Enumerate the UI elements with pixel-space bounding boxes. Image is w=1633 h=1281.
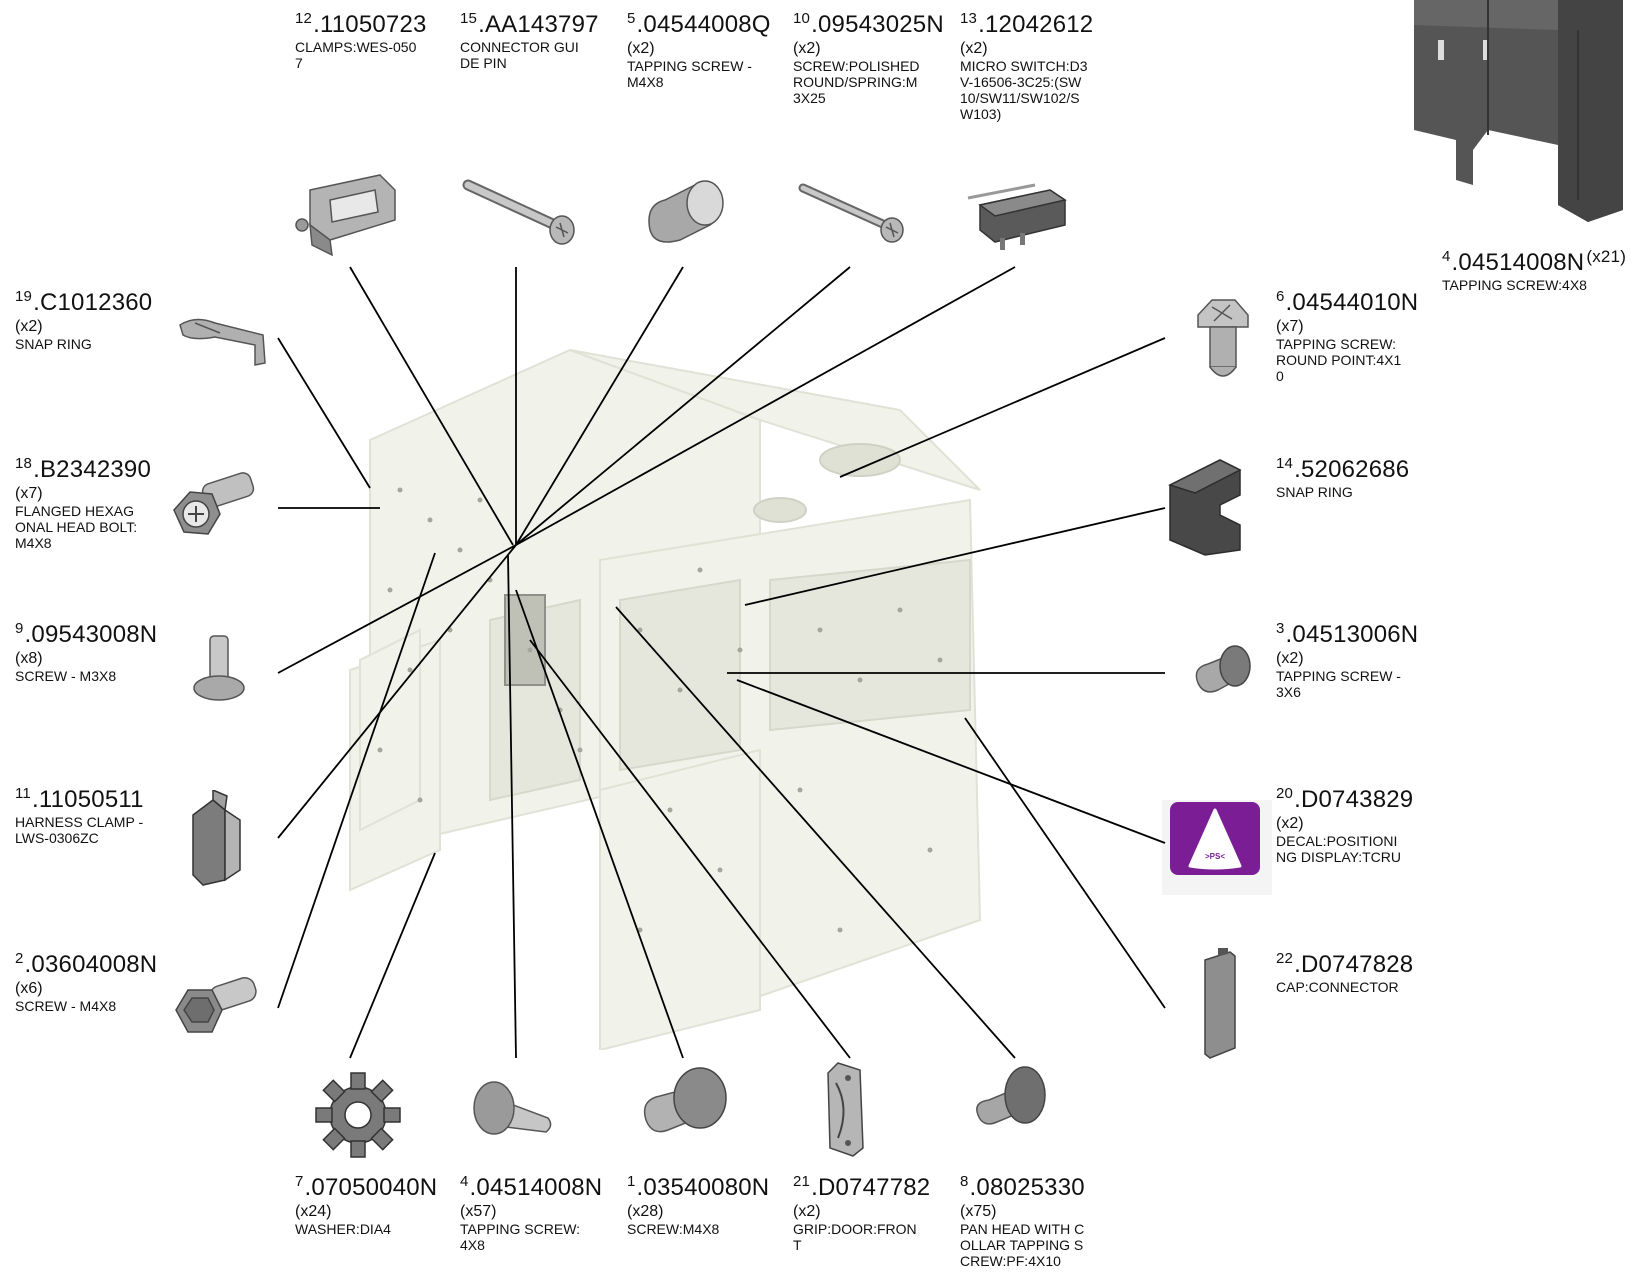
toothed-washer-icon bbox=[315, 1072, 401, 1158]
pan-screw-icon bbox=[643, 1067, 727, 1133]
part-label-14: 14.52062686 SNAP RING bbox=[1276, 455, 1410, 500]
part-label-13: 13.12042612 (x2) MICRO SWITCH:D3 V-16506… bbox=[960, 10, 1094, 122]
decal-background: >PS< bbox=[1170, 802, 1260, 875]
machine-frame-illustration bbox=[349, 348, 982, 1050]
part-label-4-top: 4.04514008N(x21) TAPPING SCREW:4X8 bbox=[1442, 247, 1627, 293]
part-label-6: 6.04544010N (x7) TAPPING SCREW: ROUND PO… bbox=[1276, 288, 1419, 384]
long-screw-icon bbox=[798, 183, 904, 243]
tapping-screw-icon bbox=[648, 180, 724, 243]
part-label-12: 12.11050723 CLAMPS:WES-050 7 bbox=[295, 10, 427, 71]
part-label-10: 10.09543025N (x2) SCREW:POLISHED ROUND/S… bbox=[793, 10, 944, 106]
decal-label: >PS< bbox=[1204, 852, 1225, 861]
part-label-8: 8.08025330 (x75) PAN HEAD WITH C OLLAR T… bbox=[960, 1173, 1085, 1269]
part-label-19: 19.C1012360 (x2) SNAP RING bbox=[15, 288, 153, 352]
part-label-2: 2.03604008N (x6) SCREW - M4X8 bbox=[15, 950, 158, 1014]
hex-screw-icon bbox=[175, 977, 257, 1033]
cabinet-assembly-icon bbox=[1414, 0, 1623, 222]
part-label-18: 18.B2342390 (x7) FLANGED HEXAG ONAL HEAD… bbox=[15, 455, 152, 551]
part-label-5: 5.04544008Q (x2) TAPPING SCREW - M4X8 bbox=[627, 10, 771, 90]
part-label-21: 21.D0747782 (x2) GRIP:DOOR:FRON T bbox=[793, 1173, 931, 1253]
tapping-screw-icon bbox=[1195, 645, 1251, 693]
snap-ring-block-icon bbox=[1168, 459, 1242, 556]
part-label-22: 22.D0747828 CAP:CONNECTOR bbox=[1276, 950, 1414, 995]
snap-ring-clip-icon bbox=[179, 318, 266, 366]
guide-pin-icon bbox=[462, 179, 575, 245]
part-label-9: 9.09543008N (x8) SCREW - M3X8 bbox=[15, 620, 158, 684]
positioning-decal-icon: >PS< bbox=[1162, 800, 1272, 895]
small-screw-icon bbox=[193, 635, 245, 701]
door-grip-icon bbox=[827, 1062, 864, 1157]
connector-cap-icon bbox=[1204, 948, 1236, 1059]
micro-switch-icon bbox=[967, 183, 1067, 250]
part-label-3: 3.04513006N (x2) TAPPING SCREW - 3X6 bbox=[1276, 620, 1419, 700]
flanged-hex-bolt-icon bbox=[173, 472, 255, 535]
triangle-icon bbox=[1188, 808, 1242, 870]
part-label-7: 7.07050040N (x24) WASHER:DIA4 bbox=[295, 1173, 438, 1237]
collar-tapping-screw-icon bbox=[976, 1066, 1046, 1125]
part-label-1: 1.03540080N (x28) SCREW:M4X8 bbox=[627, 1173, 770, 1237]
part-label-20: 20.D0743829 (x2) DECAL:POSITIONI NG DISP… bbox=[1276, 785, 1414, 865]
part-label-4: 4.04514008N (x57) TAPPING SCREW: 4X8 bbox=[460, 1173, 603, 1253]
harness-clamp-icon bbox=[192, 790, 241, 886]
hex-tapping-screw-icon bbox=[1197, 299, 1249, 377]
wire-clamp-icon bbox=[295, 174, 396, 257]
part-label-11: 11.11050511 HARNESS CLAMP - LWS-0306ZC bbox=[15, 785, 144, 846]
part-label-15: 15.AA143797 CONNECTOR GUI DE PIN bbox=[460, 10, 599, 71]
tapping-screw-icon bbox=[473, 1081, 552, 1135]
